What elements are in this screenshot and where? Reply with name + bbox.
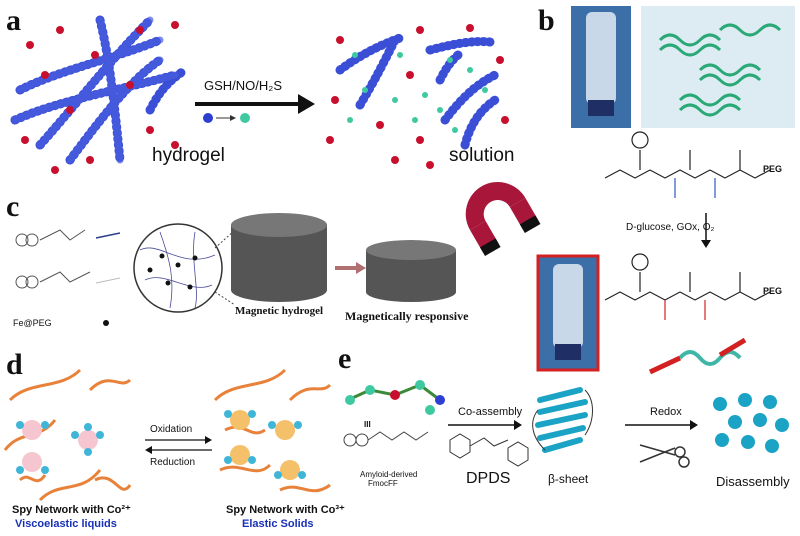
disassembly-label: Disassembly <box>716 474 790 489</box>
solution-green-dots <box>347 52 488 133</box>
responsive-cylinder <box>366 250 456 302</box>
panel-b-letter: b <box>538 4 555 37</box>
hydrogel-fiber-cores <box>11 16 179 164</box>
fe-peg-label: Fe@PEG <box>13 318 52 328</box>
beta-sheet-label: β-sheet <box>548 472 589 486</box>
disassembly-spheres <box>713 393 789 453</box>
panel-a-letter: a <box>6 4 21 37</box>
peptide-structure-top <box>604 131 771 198</box>
reduction-label: Reduction <box>150 457 196 468</box>
fmocff-structure <box>343 431 429 447</box>
helix-bundles <box>658 23 782 117</box>
right-network-subtitle: Elastic Solids <box>242 518 314 530</box>
panel-d-letter: d <box>6 348 23 381</box>
dpds-label: DPDS <box>466 470 511 487</box>
magnetic-hydrogel-cylinder <box>231 225 327 302</box>
reagent-label: D-glucose, GOx, O₂ <box>626 222 715 233</box>
peptide-structure-bottom <box>604 253 771 320</box>
fmocff-model <box>345 380 445 415</box>
molecule-sketches <box>15 229 91 289</box>
panel-a-arrow-label: GSH/NO/H₂S <box>204 78 282 93</box>
hydrogel-label: hydrogel <box>152 145 225 166</box>
right-network-strands <box>213 368 332 493</box>
fmoc-label-2: FmocFF <box>368 479 398 488</box>
dpds-structure <box>449 433 529 467</box>
network-circle <box>133 223 223 313</box>
roman-label: III <box>364 420 371 429</box>
vial-glass <box>586 12 616 104</box>
right-network-nodes <box>224 410 306 480</box>
beta-sheet <box>535 387 588 453</box>
oxidation-label: Oxidation <box>150 424 193 435</box>
peg-label-bottom: PEG <box>763 286 783 296</box>
redox-label: Redox <box>650 406 682 418</box>
magnetic-hydrogel-label: Magnetic hydrogel <box>235 305 324 317</box>
left-network-title: Spy Network with Co²⁺ <box>12 504 131 516</box>
solution-fragments <box>335 33 500 150</box>
coassembly-label: Co-assembly <box>458 406 523 418</box>
left-network-subtitle: Viscoelastic liquids <box>15 518 117 530</box>
panel-e-letter: e <box>338 342 352 375</box>
scissors-icon <box>639 444 690 468</box>
hydrogel-red-dots <box>21 21 179 174</box>
fe-peg-dot <box>103 320 109 326</box>
peg-label-top: PEG <box>763 164 783 174</box>
right-network-title: Spy Network with Co³⁺ <box>226 504 345 516</box>
solution-red-dots <box>326 24 509 169</box>
magnetically-responsive-label: Magnetically responsive <box>345 309 469 323</box>
magnet-icon <box>465 182 541 256</box>
solution-label: solution <box>449 145 515 166</box>
panel-c-letter: c <box>6 190 20 223</box>
left-network-nodes <box>16 420 104 474</box>
fmoc-label-1: Amyloid-derived <box>360 470 418 479</box>
vial-cap <box>588 100 614 116</box>
